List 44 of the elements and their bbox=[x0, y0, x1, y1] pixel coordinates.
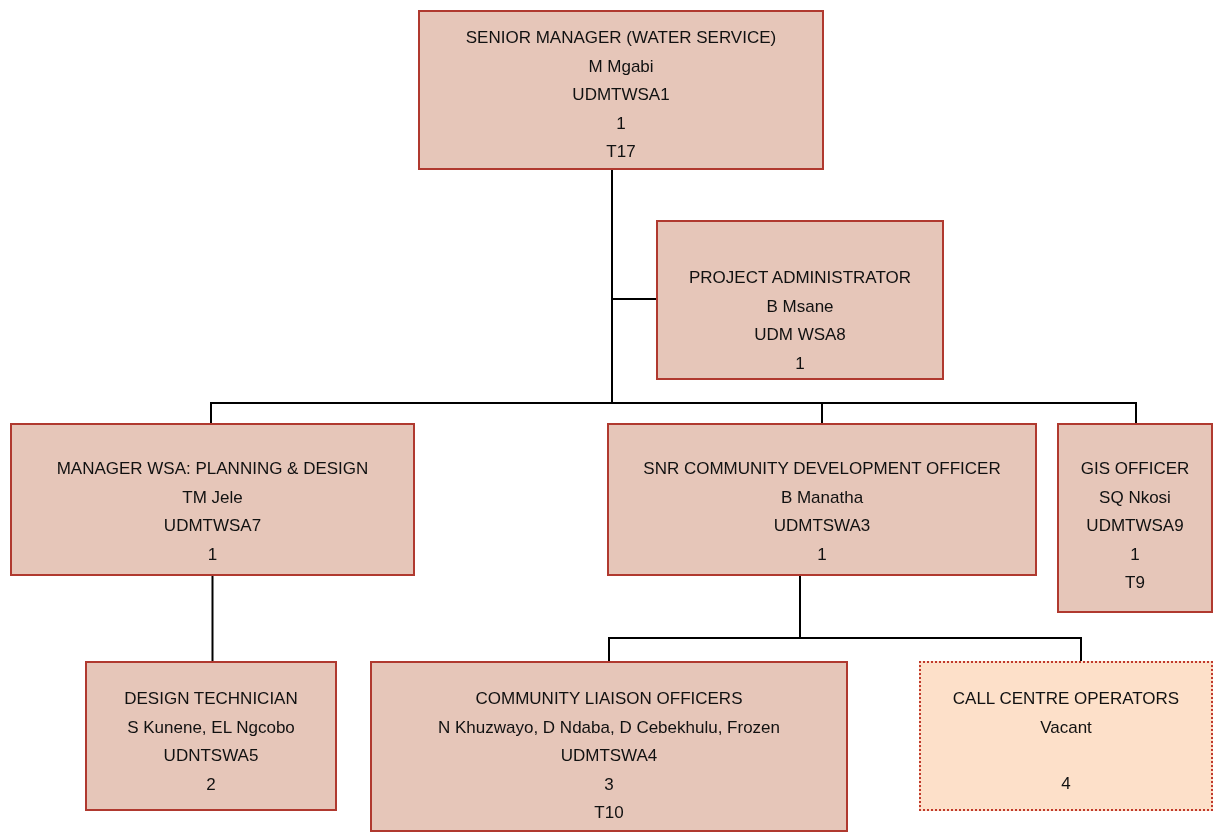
position-title: PROJECT ADMINISTRATOR bbox=[689, 267, 911, 289]
position-detail: M Mgabi bbox=[588, 55, 654, 78]
position-detail: Vacant bbox=[1040, 716, 1092, 739]
position-detail: 2 bbox=[206, 773, 216, 796]
position-box bbox=[418, 10, 824, 170]
position-detail: T10 bbox=[594, 802, 624, 824]
position-title: GIS OFFICER bbox=[1080, 458, 1190, 480]
position-detail: T9 bbox=[1125, 572, 1145, 594]
position-detail: UDMTWSA7 bbox=[163, 515, 262, 537]
position-detail: 4 bbox=[1061, 773, 1071, 795]
position-box bbox=[370, 661, 848, 832]
position-detail: 3 bbox=[604, 773, 614, 796]
position-detail: UDMTWSA9 bbox=[1086, 515, 1184, 537]
position-detail: S Kunene, EL Ngcobo bbox=[127, 716, 295, 739]
position-detail: 1 bbox=[795, 352, 805, 375]
connector-line bbox=[799, 575, 1082, 662]
position-detail: N Khuzwayo, D Ndaba, D Cebekhulu, Frozen bbox=[437, 716, 781, 739]
position-title: SNR COMMUNITY DEVELOPMENT OFFICER bbox=[643, 458, 1001, 480]
vacant-position-box bbox=[919, 661, 1213, 811]
position-title: CALL CENTRE OPERATORS bbox=[952, 688, 1180, 710]
connector-line bbox=[211, 575, 214, 662]
position-box bbox=[607, 423, 1037, 576]
position-detail: T17 bbox=[606, 141, 636, 163]
position-detail: UDMTSWA3 bbox=[773, 515, 871, 537]
position-title: SENIOR MANAGER (WATER SERVICE) bbox=[465, 27, 777, 49]
position-detail: TM Jele bbox=[182, 486, 243, 509]
position-detail: UDMTWSA1 bbox=[572, 84, 670, 106]
position-box bbox=[1057, 423, 1213, 613]
position-detail: UDNTSWA5 bbox=[163, 745, 259, 767]
position-title: MANAGER WSA: PLANNING & DESIGN bbox=[56, 458, 369, 480]
position-detail: UDMTSWA4 bbox=[560, 745, 658, 767]
position-detail: 1 bbox=[616, 112, 626, 135]
position-detail: SQ Nkosi bbox=[1099, 486, 1171, 509]
position-detail: B Manatha bbox=[780, 486, 864, 509]
position-box bbox=[10, 423, 415, 576]
position-detail: B Msane bbox=[766, 295, 834, 318]
position-detail: UDM WSA8 bbox=[754, 324, 846, 346]
position-box bbox=[656, 220, 944, 380]
position-box bbox=[85, 661, 337, 811]
position-detail: 1 bbox=[207, 543, 218, 566]
position-title: COMMUNITY LIAISON OFFICERS bbox=[475, 688, 743, 710]
position-detail: 1 bbox=[817, 543, 827, 566]
position-title: DESIGN TECHNICIAN bbox=[124, 688, 298, 710]
position-detail: 1 bbox=[1130, 543, 1140, 566]
